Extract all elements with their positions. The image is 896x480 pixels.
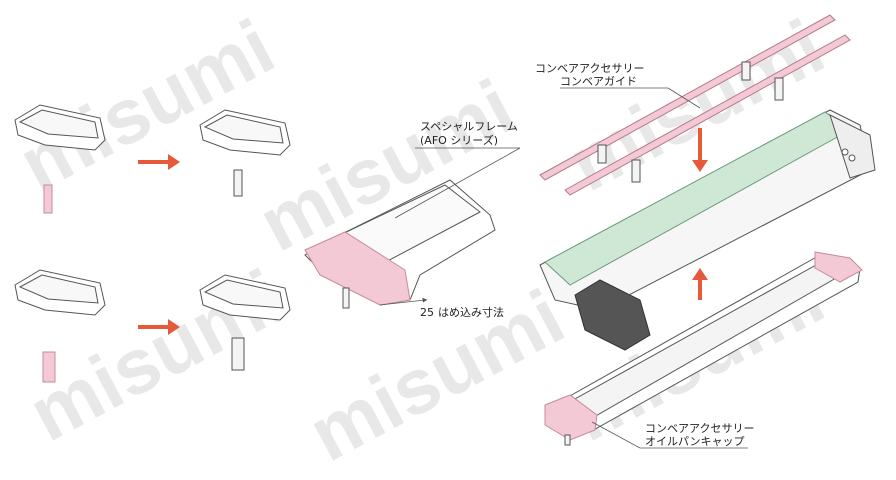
guide-leader-diag xyxy=(667,87,701,109)
cap-name-label: オイルパンキャップ xyxy=(645,435,745,448)
end-cap-before-2 xyxy=(14,269,106,383)
conveyor-guide xyxy=(539,14,851,196)
special-frame-label: スペシャルフレーム xyxy=(420,120,518,133)
special-frame xyxy=(304,179,496,309)
insert-dim-line xyxy=(379,297,428,306)
arrow-up-icon xyxy=(692,268,708,300)
special-frame-leader xyxy=(394,147,521,219)
special-frame-series-label: (AFO シリーズ) xyxy=(420,134,499,147)
insert-dim-value: 25 xyxy=(420,306,434,319)
guide-name-label: コンベアガイド xyxy=(560,75,637,88)
end-cap-before xyxy=(14,104,106,214)
end-cap-after-2 xyxy=(199,274,291,371)
arrow-right-icon xyxy=(138,154,180,170)
arrow-down-icon xyxy=(692,128,708,172)
oil-pan xyxy=(544,251,863,446)
conveyor-body xyxy=(539,109,876,351)
arrow-right-icon xyxy=(138,319,180,335)
end-cap-after xyxy=(199,109,291,197)
insert-dim-label: はめ込み寸法 xyxy=(438,306,504,319)
cap-leader xyxy=(591,421,641,449)
guide-accessory-label: コンベアアクセサリー xyxy=(535,62,645,75)
diagram xyxy=(14,14,876,449)
cap-accessory-label: コンベアアクセサリー xyxy=(645,422,755,435)
